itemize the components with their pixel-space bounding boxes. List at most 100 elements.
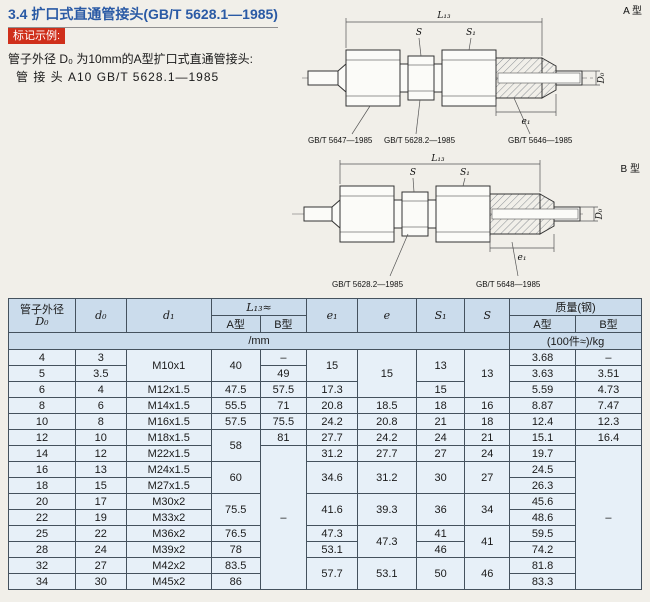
table-cell: 4: [8, 349, 76, 366]
table-cell: M22x1.5: [125, 445, 212, 462]
bore-a: [497, 72, 581, 84]
table-cell: 4.73: [574, 381, 643, 398]
d0-dim-label-b: D₀: [595, 208, 605, 220]
body-hex-b: [401, 191, 429, 237]
table-cell: 31.2: [306, 445, 358, 462]
table-cell: –: [259, 445, 308, 590]
page-title: 3.4 扩口式直通管接头(GB/T 5628.1—1985): [8, 4, 278, 28]
table-row: 4 3 M10x1 40 – 15 15 13 13 3.68 –: [8, 349, 643, 398]
table-row: 12 10 M18x1.5 58 81 27.7 24.2 24 21 15.1…: [8, 429, 643, 462]
tube-od-header-symbol: D₀: [35, 314, 49, 328]
table-cell: 46: [464, 557, 511, 590]
table-cell: 76.5: [210, 525, 261, 542]
table-cell: 15: [356, 349, 417, 398]
table-cell: 13: [415, 349, 466, 382]
table-cell: M27x1.5: [125, 477, 212, 494]
table-cell: 41.6: [306, 493, 358, 526]
table-cell: M36x2: [125, 525, 212, 542]
table-cell: 86: [210, 573, 261, 590]
table-cell: 5: [8, 365, 76, 382]
table-cell: 17.3: [306, 381, 358, 398]
drawing-b: L₁₃ S S₁ D₀ e₁ GB/T 5628.2—1985 GB/T 564…: [292, 154, 640, 289]
e-header: e: [356, 298, 417, 333]
marking-example-badge: 标记示例:: [8, 28, 66, 44]
table-cell: 50: [415, 557, 466, 590]
table-cell: 81.8: [509, 557, 576, 574]
table-cell: 46: [415, 541, 466, 558]
table-cell: M42x2: [125, 557, 212, 574]
d1-header: d₁: [125, 298, 212, 333]
l13-type-a-header: A型: [210, 315, 261, 333]
table-cell: 75.5: [210, 493, 261, 526]
table-cell: 40: [210, 349, 261, 382]
table-cell: 83.5: [210, 557, 261, 574]
table-cell: 12.4: [509, 413, 576, 430]
drawing-a: L₁₃ S S₁ D₀ e₁ GB/T 5647—1985 GB/T 5628.…: [302, 4, 642, 145]
s-dim-label-a: S: [416, 28, 422, 38]
table-cell: 15: [415, 381, 466, 398]
table-cell: 39.3: [356, 493, 417, 526]
table-row: 28 24 M39x2 78 53.1 46 74.2: [8, 541, 642, 558]
table-cell: 53.1: [306, 541, 358, 558]
table-cell: 28: [8, 541, 76, 558]
table-cell: 25: [8, 525, 76, 542]
table-cell: 57.5: [259, 381, 308, 398]
example-line-2: 管 接 头 A10 GB/T 5628.1—1985: [16, 70, 220, 84]
table-cell: 27: [464, 461, 511, 494]
table-cell: M33x2: [125, 509, 212, 526]
table-row: 34 30 M45x2 86 83.3: [8, 573, 642, 590]
e1-dim-label-b: e₁: [518, 253, 527, 263]
table-cell: 10: [8, 413, 76, 430]
table-cell: 75.5: [259, 413, 308, 430]
table-cell: 27: [415, 445, 466, 462]
table-cell: 21: [415, 413, 466, 430]
table-cell: 13: [464, 349, 511, 398]
table-cell: 74.2: [509, 541, 576, 558]
table-cell: 27.7: [356, 445, 417, 462]
table-cell: –: [574, 445, 643, 590]
table-cell: M30x2: [125, 493, 212, 510]
table-cell: 22: [74, 525, 127, 542]
table-row: 8 6 M14x1.5 55.5 71 20.8 18.5 18 16 8.87…: [8, 397, 643, 414]
table-row: 10 8 M16x1.5 57.5 75.5 24.2 20.8 21 18 1…: [8, 413, 643, 430]
table-cell: 18: [464, 413, 511, 430]
table-cell: M18x1.5: [125, 429, 212, 446]
example-line-1: 管子外径 D₀ 为10mm的A型扩口式直通管接头:: [8, 52, 253, 66]
s-header: S: [464, 298, 511, 333]
table-cell: 20: [8, 493, 76, 510]
table-cell: 16.4: [574, 429, 643, 446]
table-cell: 31.2: [356, 461, 417, 494]
table-cell: 8.87: [509, 397, 576, 414]
gbt-5648-callout: GB/T 5648—1985: [476, 280, 541, 289]
table-row: 6 4 M12x1.5 47.5 57.5 17.3 15 5.59 4.73: [8, 381, 643, 398]
table-cell: 8: [8, 397, 76, 414]
table-cell: M39x2: [125, 541, 212, 558]
table-cell: 7.47: [574, 397, 643, 414]
s1-dim-label-a: S₁: [466, 28, 476, 38]
table-cell: 34: [464, 493, 511, 526]
table-cell: 45.6: [509, 493, 576, 510]
table-cell: 18: [415, 397, 466, 414]
table-cell: 60: [210, 461, 261, 494]
table-cell: 12: [8, 429, 76, 446]
table-cell: 24.2: [356, 429, 417, 446]
table-cell: 78: [210, 541, 261, 558]
s1-header: S₁: [415, 298, 466, 333]
table-cell: 18.5: [356, 397, 417, 414]
table-row: 25 22 M36x2 76.5 47.3 47.3 41 41 59.5: [8, 525, 642, 558]
table-cell: 57.5: [210, 413, 261, 430]
dimension-lines-a: [345, 18, 600, 116]
left-tube-a: [307, 70, 339, 86]
right-nut-a: [441, 49, 497, 107]
table-cell: M24x1.5: [125, 461, 212, 478]
table-cell: 83.3: [509, 573, 576, 590]
unit-mm-cell: /mm: [7, 332, 511, 350]
table-row: 16 13 M24x1.5 60 34.6 31.2 30 27 24.5: [8, 461, 642, 494]
table-cell: 19: [74, 509, 127, 526]
header-row-1: 管子外径 D₀ d₀ d₁ L₁₃≈ e₁ e S₁ S 质量(钢): [8, 298, 642, 333]
table-cell: 15.1: [509, 429, 576, 446]
ring-right-b: [427, 199, 437, 229]
mass-type-b-header: B型: [574, 315, 643, 333]
table-cell: 12: [74, 445, 127, 462]
left-nut-b: [339, 185, 395, 243]
